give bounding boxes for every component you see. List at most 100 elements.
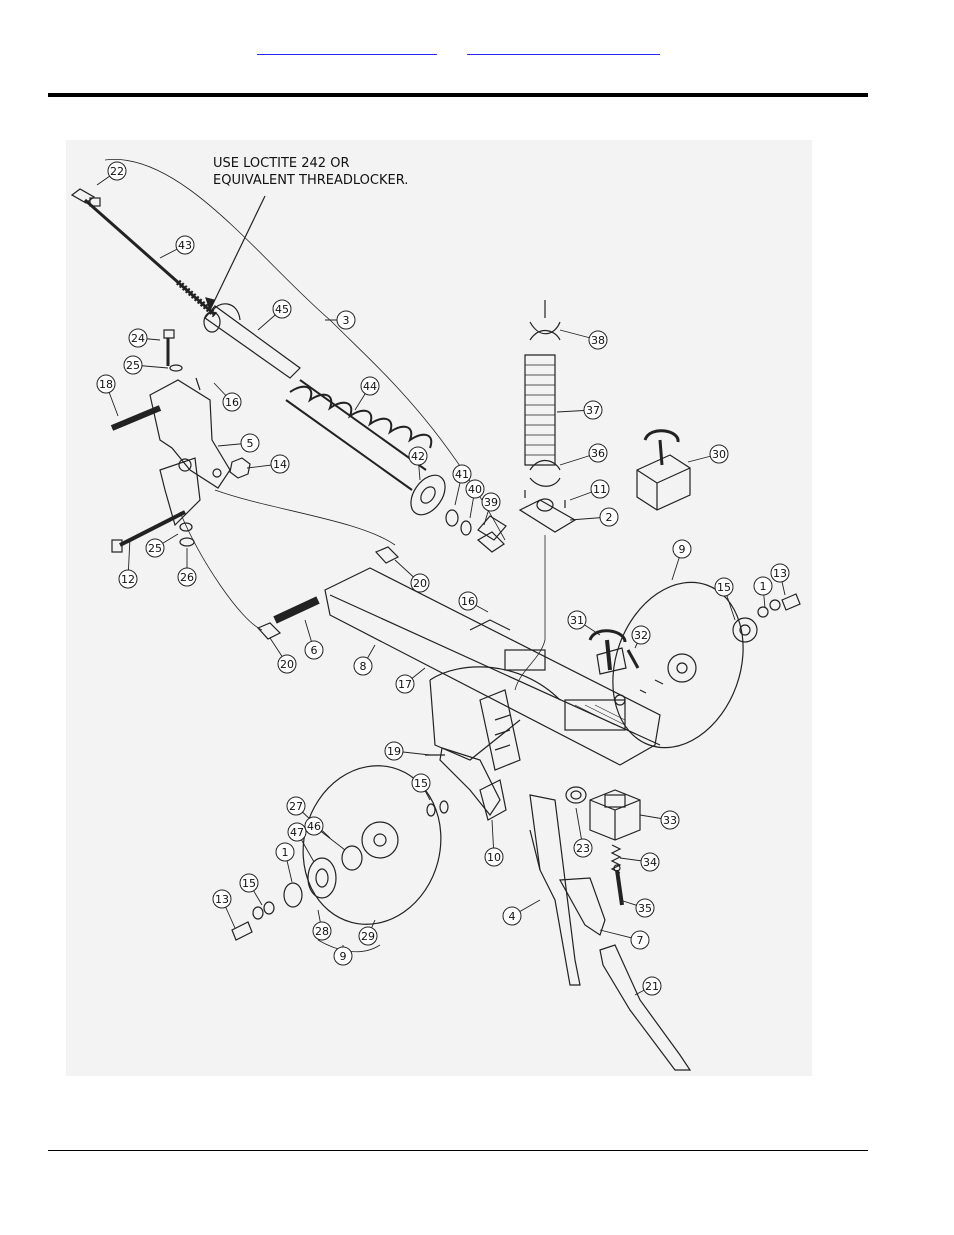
callout-number: 46	[307, 820, 321, 833]
callout-35: 35	[619, 898, 655, 918]
callout-47: 47	[287, 822, 315, 863]
callout-24: 24	[128, 328, 161, 348]
callout-28: 28	[312, 909, 332, 941]
callout-circle	[177, 567, 197, 587]
callout-circle	[583, 400, 603, 420]
callout-number: 19	[387, 745, 401, 758]
callout-circle	[212, 889, 232, 909]
callout-39: 39	[481, 492, 501, 526]
callout-circle	[630, 930, 650, 950]
callout-10: 10	[484, 819, 504, 867]
callout-41: 41	[452, 464, 472, 506]
callout-circle	[770, 563, 790, 583]
callout-9: 9	[671, 539, 692, 581]
callout-number: 8	[360, 660, 367, 673]
callout-circle	[395, 674, 415, 694]
callout-45: 45	[257, 299, 292, 331]
callout-31: 31	[567, 610, 601, 636]
callout-number: 27	[289, 800, 303, 813]
callout-15: 15	[714, 577, 736, 621]
callout-number: 25	[126, 359, 140, 372]
callout-circle	[642, 976, 662, 996]
callout-46: 46	[304, 816, 346, 851]
callout-20: 20	[394, 559, 430, 593]
callout-circle	[753, 576, 773, 596]
callout-12: 12	[118, 537, 138, 589]
callout-circle	[304, 816, 324, 836]
callout-number: 36	[591, 447, 605, 460]
callout-number: 30	[712, 448, 726, 461]
callout-number: 40	[468, 483, 482, 496]
callout-circle	[588, 443, 608, 463]
callout-number: 22	[110, 165, 124, 178]
callout-circle	[275, 842, 295, 862]
callout-number: 39	[484, 496, 498, 509]
callout-number: 13	[215, 893, 229, 906]
callout-number: 31	[570, 614, 584, 627]
callout-19: 19	[384, 741, 431, 761]
footer-rule	[48, 1150, 868, 1151]
callout-circle	[336, 310, 356, 330]
callout-number: 9	[340, 950, 347, 963]
callout-23: 23	[573, 807, 593, 858]
callout-circle	[640, 852, 660, 872]
callout-circle	[599, 507, 619, 527]
callout-circle	[353, 656, 373, 676]
callout-number: 28	[315, 925, 329, 938]
header-link-2[interactable]	[467, 42, 660, 55]
callout-2: 2	[569, 507, 619, 527]
callout-number: 17	[398, 678, 412, 691]
callout-1: 1	[753, 576, 773, 609]
header-rule	[48, 93, 868, 97]
callout-number: 12	[121, 573, 135, 586]
callout-number: 13	[773, 567, 787, 580]
callout-40: 40	[465, 479, 485, 519]
callout-circle	[175, 235, 195, 255]
callout-number: 9	[679, 543, 686, 556]
callout-circle	[270, 454, 290, 474]
callout-circle	[128, 328, 148, 348]
callout-circle	[107, 161, 127, 181]
callout-number: 24	[131, 332, 145, 345]
callout-number: 15	[414, 777, 428, 790]
callout-15: 15	[411, 773, 431, 801]
callout-17: 17	[395, 667, 426, 694]
callout-circle	[304, 640, 324, 660]
header-link-1[interactable]	[257, 42, 437, 55]
callout-number: 16	[461, 595, 475, 608]
callout-circle	[239, 873, 259, 893]
callout-6: 6	[304, 619, 324, 660]
callout-circle	[118, 569, 138, 589]
callout-36: 36	[559, 443, 608, 466]
callout-number: 41	[455, 468, 469, 481]
callout-14: 14	[246, 454, 290, 474]
callout-circle	[458, 591, 478, 611]
note-line-1: USE LOCTITE 242 OR	[213, 156, 349, 171]
callout-number: 37	[586, 404, 600, 417]
callout-circle	[145, 538, 165, 558]
callout-27: 27	[286, 796, 331, 839]
callout-number: 45	[275, 303, 289, 316]
callout-16: 16	[213, 382, 242, 412]
callout-3: 3	[325, 310, 356, 330]
callout-number: 44	[363, 380, 377, 393]
callout-number: 15	[242, 877, 256, 890]
callout-number: 4	[509, 910, 516, 923]
callout-number: 14	[273, 458, 287, 471]
callout-21: 21	[634, 976, 662, 996]
callout-circle	[660, 810, 680, 830]
callout-8: 8	[353, 644, 376, 676]
callout-number: 25	[148, 542, 162, 555]
callout-circle	[286, 796, 306, 816]
callout-circle	[123, 355, 143, 375]
callout-circle	[672, 539, 692, 559]
callout-circle	[272, 299, 292, 319]
callout-4: 4	[502, 899, 541, 926]
callout-circle	[384, 741, 404, 761]
callout-18: 18	[96, 374, 119, 417]
callout-circle	[590, 479, 610, 499]
callout-number: 10	[487, 851, 501, 864]
callout-number: 15	[717, 581, 731, 594]
callout-circle	[360, 376, 380, 396]
callout-circle	[714, 577, 734, 597]
